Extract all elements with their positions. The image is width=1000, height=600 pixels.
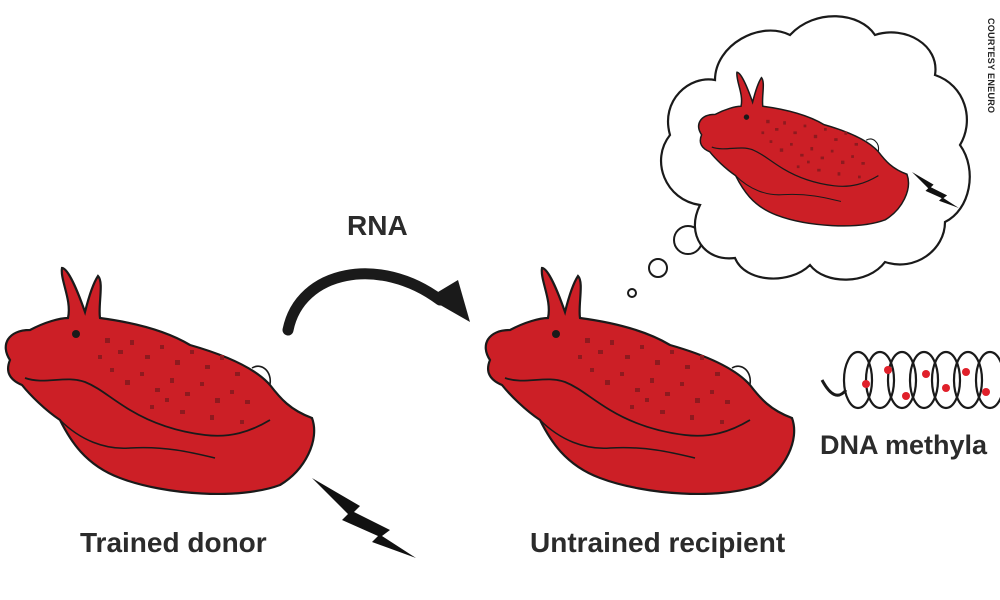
untrained-recipient-label: Untrained recipient (530, 527, 786, 558)
shock-bolt-icon-donor (312, 478, 416, 558)
dna-methylation-label: DNA methyla (820, 430, 988, 460)
image-credit: COURTESY ENEURO (986, 18, 996, 114)
dna-helix-icon (820, 350, 1000, 410)
rna-label: RNA (347, 210, 408, 241)
curved-arrow-icon (282, 268, 470, 336)
trained-donor-label: Trained donor (80, 527, 267, 558)
trained-donor-slug (4, 266, 316, 496)
untrained-recipient-slug (484, 266, 796, 496)
